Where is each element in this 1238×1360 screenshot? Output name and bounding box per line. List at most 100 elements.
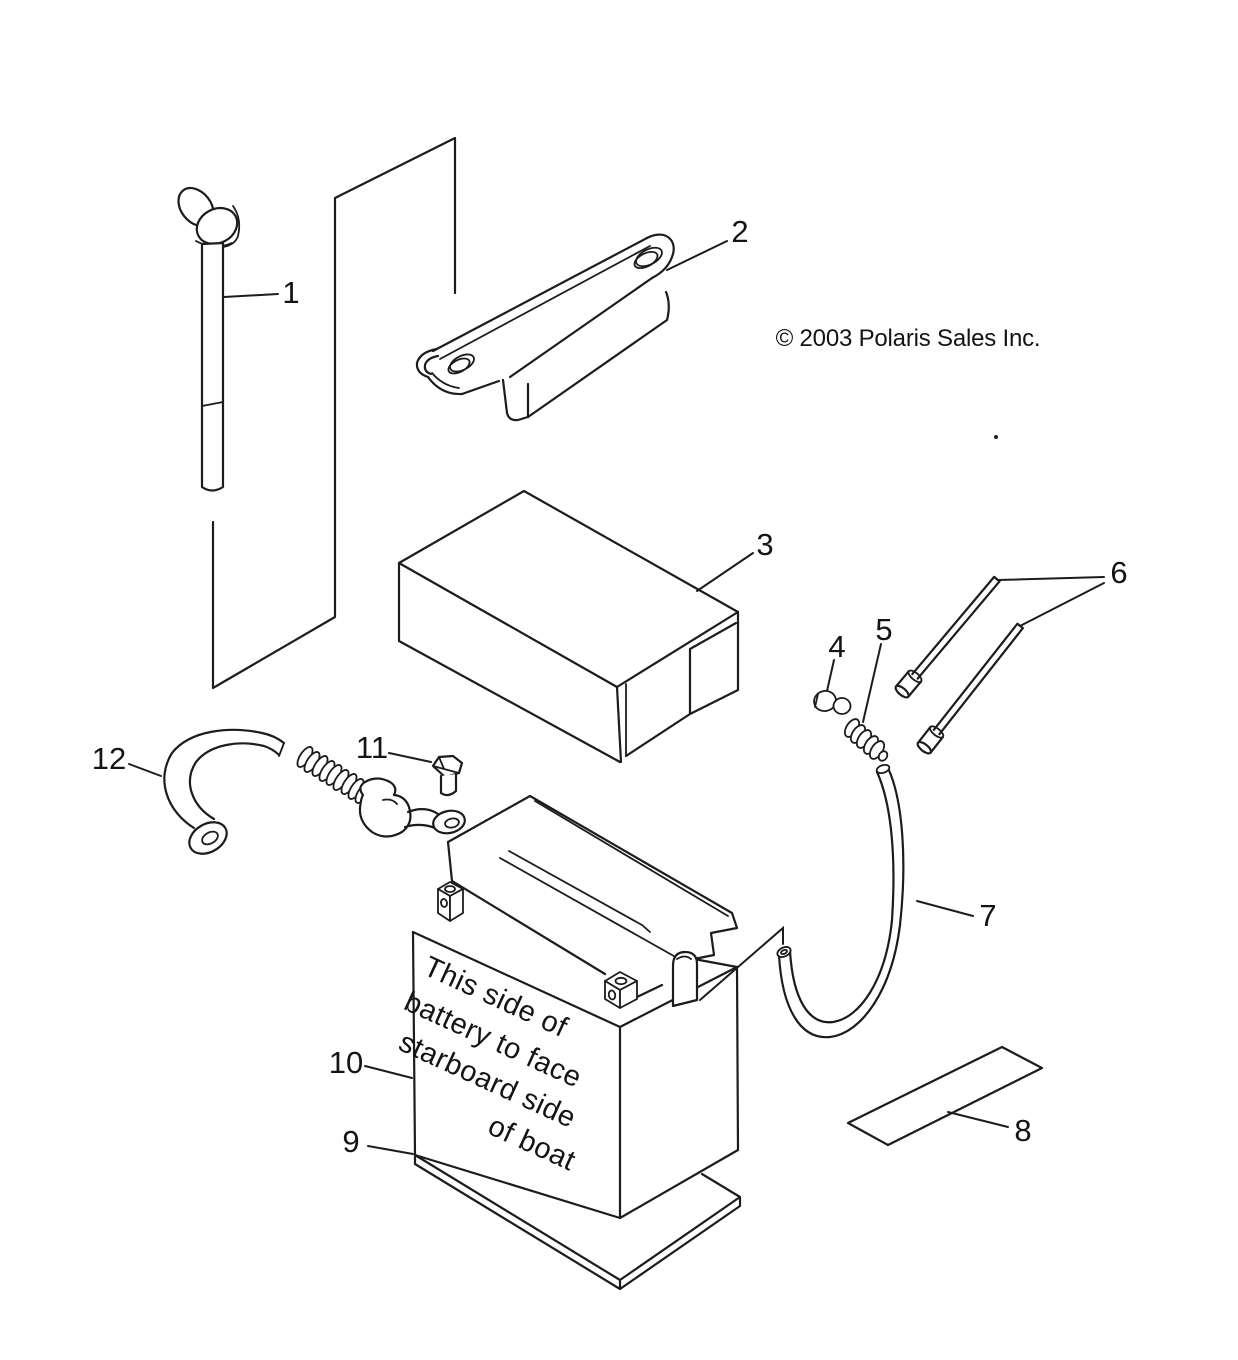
bracket-left-edge: [460, 379, 501, 396]
bracket-lip: [426, 375, 464, 396]
bracket-fill: [417, 234, 674, 421]
callout-11: 11: [356, 730, 432, 765]
callout-12-label: 12: [92, 741, 126, 776]
bracket-ridge: [431, 236, 649, 353]
backdrop-panel: [211, 136, 457, 690]
panel-outline: [211, 136, 457, 690]
callout-7-label: 7: [979, 898, 996, 933]
callout-3: 3: [696, 527, 774, 592]
tube-connection-pointer: [699, 925, 784, 1001]
tube-bore: [780, 948, 788, 956]
leader-line-6b: [1019, 582, 1105, 627]
bracket-bend-edge: [508, 276, 654, 379]
bracket-tab: [501, 378, 530, 422]
print-speck: [994, 435, 998, 439]
terminal-boot: [358, 777, 412, 838]
callout-7: 7: [916, 898, 997, 933]
battery-lid: [446, 794, 739, 999]
bolt-head-face: [929, 725, 945, 739]
callout-10: 10: [329, 1045, 413, 1080]
callout-4: 4: [826, 629, 846, 692]
callout-9: 9: [342, 1124, 414, 1159]
callout-5: 5: [862, 612, 893, 723]
cable-break: [278, 742, 285, 757]
callout-1: 1: [223, 275, 300, 310]
terminal-right-face: [449, 888, 464, 922]
callout-10-label: 10: [329, 1045, 363, 1080]
leader-line-8: [947, 1111, 1009, 1128]
tube-fill: [779, 768, 904, 1038]
leader-line-12: [128, 763, 162, 777]
leader-line-6a: [997, 576, 1105, 581]
cover-right-face: [688, 610, 740, 716]
bracket-ridge-inner: [439, 245, 651, 360]
ring-terminal-large: [188, 821, 228, 855]
lid-ridge-inner: [534, 800, 729, 917]
fitting-boss: [832, 697, 852, 715]
bolt-head-end: [894, 684, 910, 699]
battery-cover: [397, 489, 740, 764]
bolt-fill: [896, 576, 1000, 697]
rod-shaft: [200, 241, 225, 492]
terminal-hole-side: [440, 898, 448, 908]
callout-2-label: 2: [731, 214, 748, 249]
leader-line-4: [826, 659, 835, 692]
long-bolt-lower: [916, 622, 1024, 755]
battery-body: [411, 930, 740, 1220]
tube-opening-bottom: [776, 946, 792, 958]
fitting-body: [813, 690, 837, 712]
leader-line-5: [862, 643, 882, 723]
adhesive-pad: [846, 1045, 1044, 1147]
terminal-hole-side: [607, 989, 617, 1001]
callout-2: 2: [666, 214, 749, 271]
ring-terminal-small: [432, 809, 466, 835]
bracket-slot-right-inner: [633, 250, 659, 270]
ground-cable: [163, 728, 466, 855]
battery-bracket: [415, 233, 675, 422]
bolt-head: [916, 725, 945, 754]
cover-notch: [624, 621, 738, 758]
callout-9-label: 9: [342, 1124, 359, 1159]
ring-terminal-small-hole: [444, 817, 460, 829]
tube-opening-top: [875, 763, 891, 775]
boot-fold: [382, 798, 398, 805]
tube-inner-edge: [788, 770, 895, 1024]
spring-end: [877, 750, 889, 762]
bracket-end-cap: [645, 233, 675, 280]
vent-tube: [776, 763, 905, 1039]
cable-arc: [163, 728, 286, 830]
bracket-curl: [415, 347, 440, 379]
callout-8-label: 8: [1014, 1113, 1031, 1148]
leader-line-10: [364, 1065, 413, 1079]
cover-front-face: [397, 561, 623, 764]
callout-5-label: 5: [875, 612, 892, 647]
bolt-shank: [439, 772, 458, 797]
callout-4-label: 4: [828, 629, 845, 664]
callout-11-label: 11: [356, 730, 388, 765]
terminal-hole-top: [444, 885, 456, 893]
bracket-lip-inner: [431, 372, 460, 389]
bracket-slot-left-inner: [447, 357, 471, 375]
lid-recess: [499, 850, 689, 965]
bolt-head-end: [916, 740, 933, 755]
cover-fill: [399, 491, 738, 763]
callout-6: 6: [997, 555, 1128, 627]
terminal-block-right: [604, 971, 638, 1009]
bolt-fill: [918, 623, 1023, 753]
vent-spout-detail: [672, 955, 698, 1007]
callout-6-label: 6: [1110, 555, 1127, 590]
vent-fitting: [813, 690, 852, 715]
callouts: 1 2 3 4 5 6 7 8: [92, 214, 1128, 1159]
terminal-hole-top: [614, 976, 628, 986]
pad-outline: [846, 1045, 1044, 1147]
terminal-bolt: [431, 754, 464, 797]
callout-3-label: 3: [756, 527, 773, 562]
leader-line-3: [696, 552, 754, 592]
fitting-facet: [814, 693, 819, 708]
spring: [843, 718, 889, 762]
wing-lobe-right: [195, 206, 239, 246]
leader-line-11: [388, 752, 432, 763]
ring-terminal-large-hole: [201, 830, 219, 846]
